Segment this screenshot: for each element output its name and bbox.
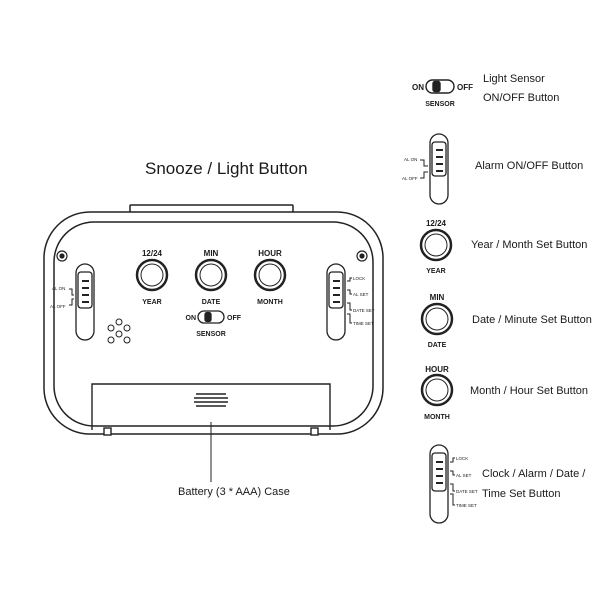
alarm-on-label: AL ON: [52, 286, 65, 291]
btn-year-label: YEAR: [142, 299, 161, 306]
legend-month-hour-desc: Month / Hour Set Button: [470, 385, 589, 397]
legend-sensor-off: OFF: [457, 83, 473, 92]
legend-mode-alset: AL SET: [456, 473, 472, 478]
legend-alarm-switch-icon: [420, 133, 449, 205]
legend-year-label: YEAR: [426, 268, 445, 275]
mode-timeset-label: TIME SET: [353, 321, 374, 326]
battery-case-label: Battery (3 * AAA) Case: [178, 486, 290, 498]
btn-hour-label: HOUR: [258, 249, 282, 258]
legend-mode-switch-desc-2: Time Set Button: [482, 488, 561, 500]
legend-month-hour-button-icon: [420, 373, 454, 407]
battery-compartment: [91, 383, 331, 436]
legend-sensor-desc-2: ON/OFF Button: [483, 92, 560, 104]
mode-switch[interactable]: [326, 263, 352, 341]
snooze-light-button-label: Snooze / Light Button: [145, 159, 308, 178]
alarm-off-label: AL OFF: [50, 304, 66, 309]
legend-year-month-button-icon: [419, 228, 453, 262]
legend-mode-switch-desc-1: Clock / Alarm / Date /: [482, 468, 586, 480]
mode-lock-label: LOCK: [353, 276, 365, 281]
btn-month-label: MONTH: [257, 299, 283, 306]
sensor-off-label: OFF: [227, 315, 242, 322]
legend-alarm-on: AL ON: [404, 157, 417, 162]
sensor-label: SENSOR: [196, 331, 226, 338]
legend-date-minute-button-icon: [420, 302, 454, 336]
legend-month-label: MONTH: [424, 414, 450, 421]
legend-mode-dateset: DATE SET: [456, 489, 478, 494]
month-hour-button[interactable]: [253, 258, 287, 292]
legend-mode-lock: LOCK: [456, 456, 468, 461]
legend-min-label: MIN: [430, 293, 445, 302]
alarm-switch[interactable]: [69, 263, 95, 341]
screw-right: [356, 250, 368, 262]
btn-date-label: DATE: [202, 299, 221, 306]
legend-1224-label: 12/24: [426, 219, 447, 228]
year-month-button[interactable]: [135, 258, 169, 292]
speaker-grille: [107, 318, 131, 344]
legend-sensor-desc-1: Light Sensor: [483, 73, 545, 85]
mode-alset-label: AL SET: [353, 292, 369, 297]
screw-left: [56, 250, 68, 262]
sensor-switch[interactable]: [197, 310, 225, 324]
sensor-on-label: ON: [186, 315, 197, 322]
legend-sensor-on: ON: [412, 83, 424, 92]
legend-year-month-desc: Year / Month Set Button: [471, 239, 588, 251]
legend-sensor-switch-icon: [425, 79, 455, 94]
btn-min-label: MIN: [204, 249, 219, 258]
mode-dateset-label: DATE SET: [353, 308, 375, 313]
legend-hour-label: HOUR: [425, 365, 449, 374]
btn-1224-label: 12/24: [142, 249, 163, 258]
legend-mode-timeset: TIME SET: [456, 503, 477, 508]
legend-alarm-desc: Alarm ON/OFF Button: [475, 160, 584, 172]
legend-date-minute-desc: Date / Minute Set Button: [472, 314, 592, 326]
legend-date-label: DATE: [428, 342, 447, 349]
date-minute-button[interactable]: [194, 258, 228, 292]
legend-alarm-off: AL OFF: [402, 176, 418, 181]
legend-mode-switch-icon: [429, 444, 455, 524]
legend-sensor-label: SENSOR: [425, 101, 455, 108]
